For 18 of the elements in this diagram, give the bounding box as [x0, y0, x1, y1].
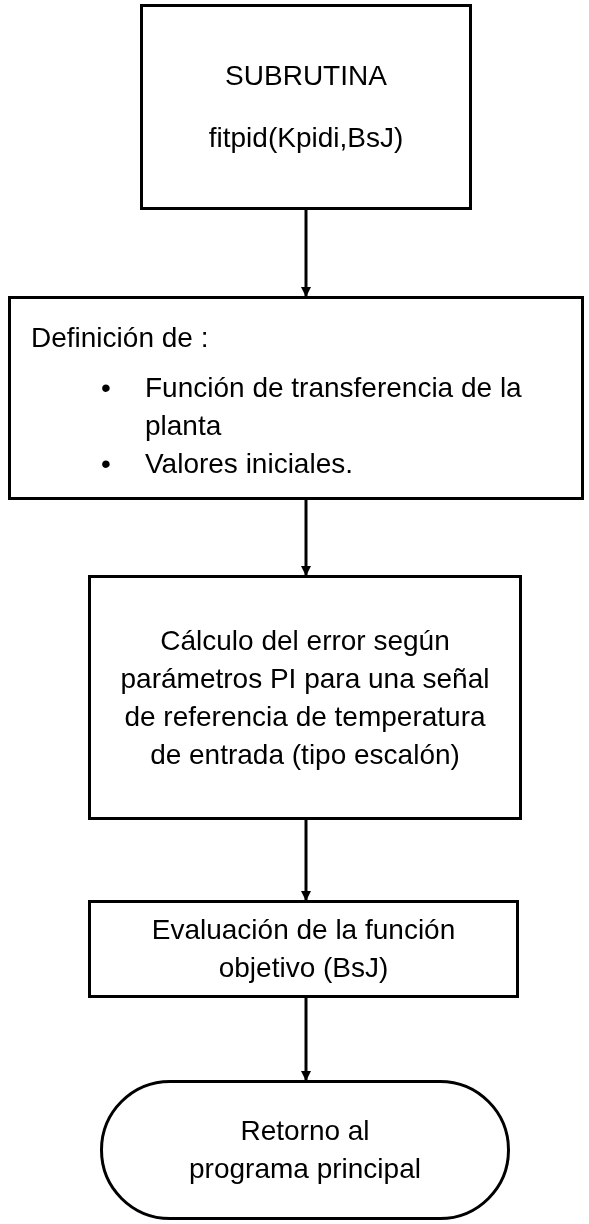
- process-box: [88, 900, 519, 998]
- arrow: [301, 820, 311, 901]
- process-box: [88, 575, 522, 820]
- process-box: [140, 4, 472, 210]
- arrow: [301, 210, 311, 297]
- bullet-item: Valores iniciales.: [145, 447, 354, 481]
- box-text: SUBRUTINA: [225, 59, 387, 93]
- bullet: •: [101, 371, 112, 405]
- box-text: Evaluación de la función objetivo (BsJ): [150, 913, 457, 985]
- box-text: Cálculo del error según parámetros PI para una señal de referencia de temperatura de entrada (tipo escalón): [119, 623, 491, 772]
- box-text: Retorno al programa principal: [188, 1114, 422, 1186]
- process-box: [8, 296, 584, 500]
- box-text: fitpid(Kpidi,BsJ): [208, 121, 404, 155]
- box-heading: Definición de :: [31, 321, 210, 355]
- bullet-item: Función de transferencia de la planta: [145, 371, 523, 443]
- arrow: [301, 998, 311, 1081]
- bullet: •: [101, 447, 112, 481]
- arrow: [301, 500, 311, 576]
